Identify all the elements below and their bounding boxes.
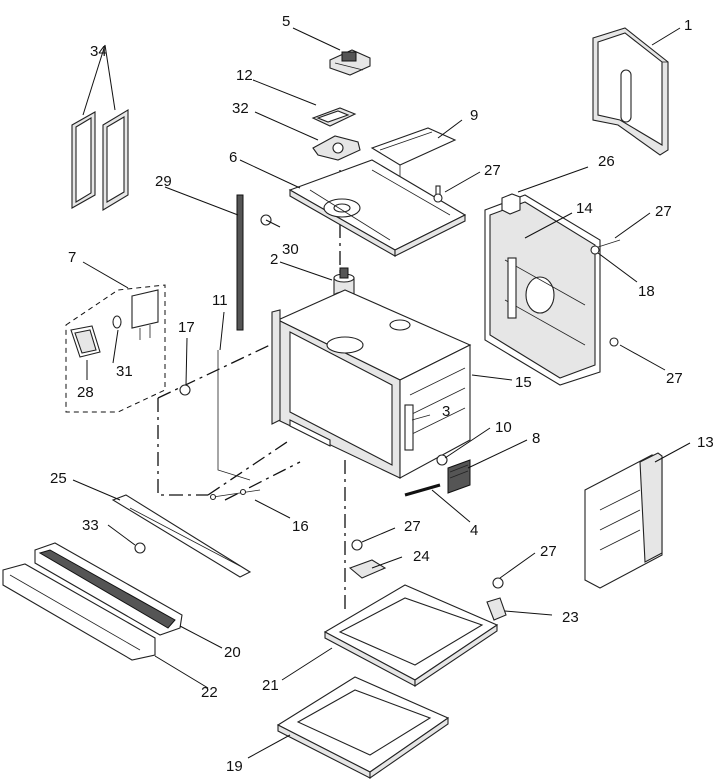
callout-19: 19 <box>226 758 243 775</box>
part-32-motor-mount <box>312 135 361 161</box>
leader-lines <box>72 27 691 759</box>
callout-4: 4 <box>470 522 478 539</box>
callout-26: 26 <box>598 153 615 170</box>
callout-17: 17 <box>178 319 195 336</box>
part-8-vent-grille <box>447 459 471 494</box>
part-17-screw <box>179 384 191 396</box>
part-9-vent-bracket <box>370 127 457 180</box>
callout-16: 16 <box>292 518 309 535</box>
callout-13: 13 <box>697 434 714 451</box>
callout-27-lower-right: 27 <box>540 543 557 560</box>
callout-15: 15 <box>515 374 532 391</box>
part-6-top-panel <box>288 159 467 257</box>
part-20-trim-strip <box>34 542 183 636</box>
part-21-bottom-frame <box>323 584 499 688</box>
callout-11: 11 <box>212 292 228 309</box>
callout-21: 21 <box>262 677 279 694</box>
part-3-divider <box>411 414 431 421</box>
part-7-lamp-assembly-group <box>65 284 166 413</box>
part-1-rear-panel <box>592 27 669 156</box>
part-18-bolt <box>590 239 621 255</box>
part-10-screw <box>436 454 448 466</box>
part-27-screws <box>351 193 619 589</box>
part-34-side-trims <box>71 109 129 211</box>
callout-labels: 1 5 34 12 32 9 6 26 27 29 14 27 30 7 2 1… <box>50 13 714 775</box>
part-25-front-rail <box>111 494 252 578</box>
part-14-rear-panel <box>484 194 601 386</box>
part-5-control-module <box>329 49 371 76</box>
callout-14: 14 <box>576 200 593 217</box>
part-4-strip <box>404 483 441 497</box>
part-33-screw <box>134 542 146 554</box>
callout-28: 28 <box>77 384 94 401</box>
callout-29: 29 <box>155 173 172 190</box>
callout-22: 22 <box>201 684 218 701</box>
part-26-relay <box>501 193 521 215</box>
part-11-wire <box>217 350 251 481</box>
callout-30: 30 <box>282 241 299 258</box>
part-23-bracket <box>486 597 507 621</box>
callout-1: 1 <box>684 17 692 34</box>
callout-27-top: 27 <box>484 162 501 179</box>
callout-32: 32 <box>232 100 249 117</box>
callout-7: 7 <box>68 249 76 266</box>
callout-23: 23 <box>562 609 579 626</box>
callout-24: 24 <box>413 548 430 565</box>
callout-18: 18 <box>638 283 655 300</box>
callout-34: 34 <box>90 43 107 60</box>
part-19-bottom-tray <box>276 676 450 780</box>
callout-3: 3 <box>442 403 450 420</box>
callout-33: 33 <box>82 517 99 534</box>
callout-8: 8 <box>532 430 540 447</box>
callout-10: 10 <box>495 419 512 436</box>
callout-25: 25 <box>50 470 67 487</box>
part-13-side-panel <box>584 452 663 589</box>
callout-27-center: 27 <box>404 518 421 535</box>
part-22-bottom-trim <box>2 563 156 661</box>
part-29-gasket-strip <box>236 194 244 331</box>
callout-27-right-upper: 27 <box>655 203 672 220</box>
callout-12: 12 <box>236 67 253 84</box>
part-16-rod <box>209 488 261 501</box>
callout-20: 20 <box>224 644 241 661</box>
callout-6: 6 <box>229 149 237 166</box>
callout-2: 2 <box>270 251 278 268</box>
callout-9: 9 <box>470 107 478 124</box>
part-24-bracket <box>348 559 387 579</box>
callout-5: 5 <box>282 13 290 30</box>
part-30-screw <box>260 214 281 228</box>
callout-31: 31 <box>116 363 133 380</box>
oven-cavity <box>271 289 472 479</box>
callout-27-right-lower: 27 <box>666 370 683 387</box>
part-12-bracket <box>311 107 357 127</box>
